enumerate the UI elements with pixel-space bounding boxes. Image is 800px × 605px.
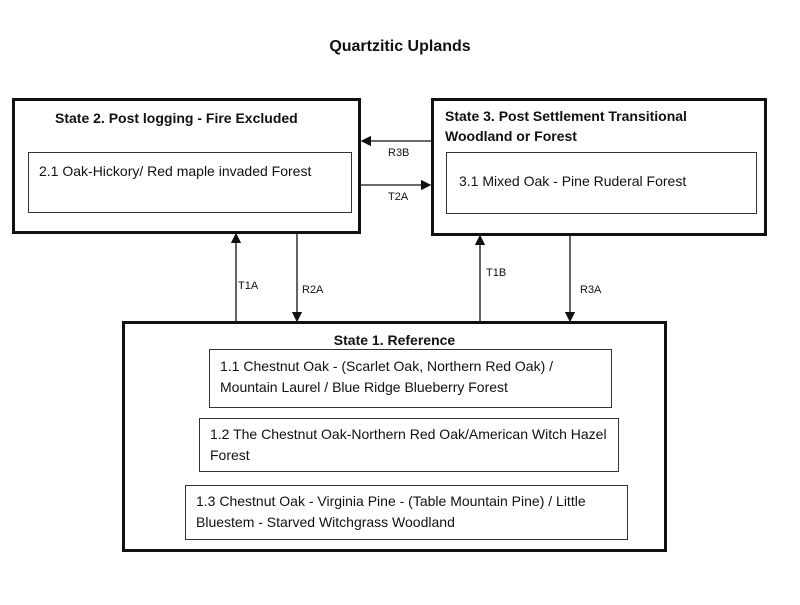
phase-1-2: 1.2 The Chestnut Oak-Northern Red Oak/Am…	[199, 418, 619, 472]
label-r3a: R3A	[580, 284, 602, 296]
state-3-title: State 3. Post Settlement Transitional Wo…	[445, 108, 687, 144]
state-1-box: State 1. Reference 1.1 Chestnut Oak - (S…	[122, 321, 667, 552]
state-2-box: State 2. Post logging - Fire Excluded 2.…	[12, 98, 361, 234]
phase-3-1: 3.1 Mixed Oak - Pine Ruderal Forest	[446, 152, 757, 214]
label-t2a: T2A	[388, 191, 409, 203]
label-r3b: R3B	[388, 147, 410, 159]
state-3-box: State 3. Post Settlement Transitional Wo…	[431, 98, 767, 236]
label-r2a: R2A	[302, 284, 324, 296]
phase-1-3: 1.3 Chestnut Oak - Virginia Pine - (Tabl…	[185, 485, 628, 540]
phase-1-1: 1.1 Chestnut Oak - (Scarlet Oak, Norther…	[209, 349, 612, 408]
diagram-title: Quartzitic Uplands	[329, 38, 471, 55]
label-t1b: T1B	[486, 267, 507, 279]
label-t1a: T1A	[238, 280, 259, 292]
state-2-title: State 2. Post logging - Fire Excluded	[55, 110, 298, 126]
phase-2-1: 2.1 Oak-Hickory/ Red maple invaded Fores…	[28, 152, 352, 213]
state-1-title: State 1. Reference	[333, 332, 456, 348]
